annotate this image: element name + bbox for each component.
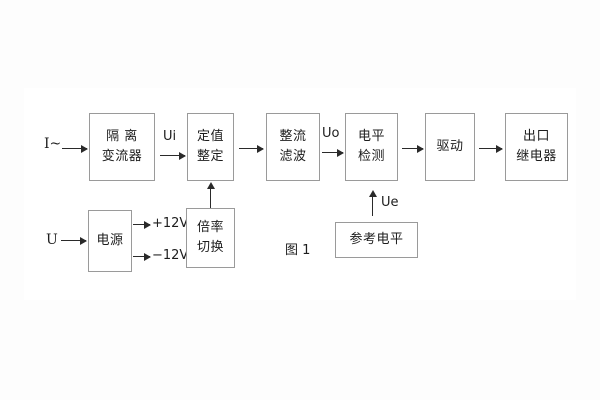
block-setting-value-line1: 定值 xyxy=(196,128,224,144)
rail-positive-label: +12V xyxy=(152,216,189,231)
block-driver: 驱动 xyxy=(425,113,475,181)
block-multiplier-switch: 倍率 切换 xyxy=(186,208,235,268)
block-output-relay-line2: 继电器 xyxy=(516,149,557,164)
block-setting-value: 定值 整定 xyxy=(187,113,234,181)
uo-signal-label: Uo xyxy=(322,126,340,141)
block-reference-level: 参考电平 xyxy=(335,222,418,258)
arrow-setting-to-rectifier xyxy=(239,144,264,153)
block-isolation-transformer: 隔 离 变流器 xyxy=(89,113,155,181)
block-driver-line1: 驱动 xyxy=(436,138,464,154)
block-power-supply-line1: 电源 xyxy=(96,232,124,248)
block-isolation-transformer-line2: 变流器 xyxy=(101,149,143,164)
arrow-current-to-isolation xyxy=(62,144,88,153)
arrow-voltage-to-power xyxy=(61,236,87,245)
block-multiplier-switch-line1: 倍率 xyxy=(196,219,224,235)
block-output-relay-line1: 出口 xyxy=(522,128,550,144)
voltage-input-label: U xyxy=(46,232,58,248)
arrow-multiplier-to-setting xyxy=(206,182,215,208)
block-reference-level-line1: 参考电平 xyxy=(349,231,404,247)
ue-signal-label: Ue xyxy=(381,195,399,210)
block-power-supply: 电源 xyxy=(88,210,132,272)
figure-caption: 图 1 xyxy=(285,243,311,258)
rail-negative-label: −12V xyxy=(152,248,189,263)
arrow-driver-to-relay xyxy=(479,144,503,153)
arrow-rail-positive xyxy=(133,220,151,229)
block-rectifier-filter-line2: 滤波 xyxy=(279,149,307,164)
ui-signal-label: Ui xyxy=(163,129,177,144)
arrow-level-to-driver xyxy=(402,144,424,153)
current-input-label: I~ xyxy=(44,136,62,152)
arrow-reference-to-level xyxy=(368,190,377,216)
block-setting-value-line2: 整定 xyxy=(196,149,224,164)
block-output-relay: 出口 继电器 xyxy=(505,113,568,181)
block-level-detection-line2: 检测 xyxy=(357,149,385,164)
block-multiplier-switch-line2: 切换 xyxy=(196,240,224,255)
arrow-rectifier-to-level xyxy=(322,148,344,157)
block-rectifier-filter-line1: 整流 xyxy=(279,128,307,144)
block-level-detection-line1: 电平 xyxy=(357,128,385,144)
block-rectifier-filter: 整流 滤波 xyxy=(266,113,320,181)
block-isolation-transformer-line1: 隔 离 xyxy=(106,128,138,144)
arrow-isolation-to-setting xyxy=(160,151,186,160)
arrow-rail-negative xyxy=(133,252,151,261)
block-level-detection: 电平 检测 xyxy=(345,113,398,181)
